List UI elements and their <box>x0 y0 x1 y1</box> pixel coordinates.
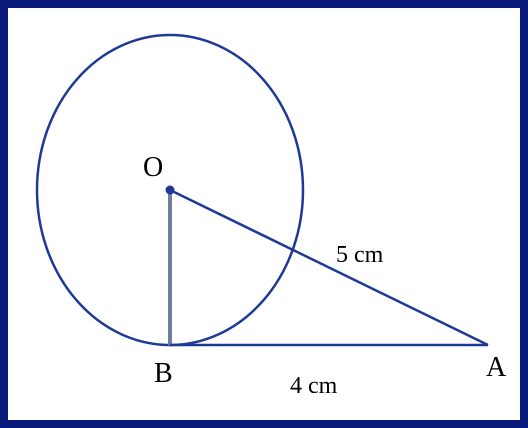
center-point <box>165 185 175 195</box>
segment-oa <box>169 188 489 347</box>
label-length-oa: 5 cm <box>336 242 384 268</box>
label-a: A <box>486 352 507 383</box>
label-o: O <box>143 152 163 183</box>
label-b: B <box>154 358 173 389</box>
label-length-ab: 4 cm <box>290 373 338 399</box>
